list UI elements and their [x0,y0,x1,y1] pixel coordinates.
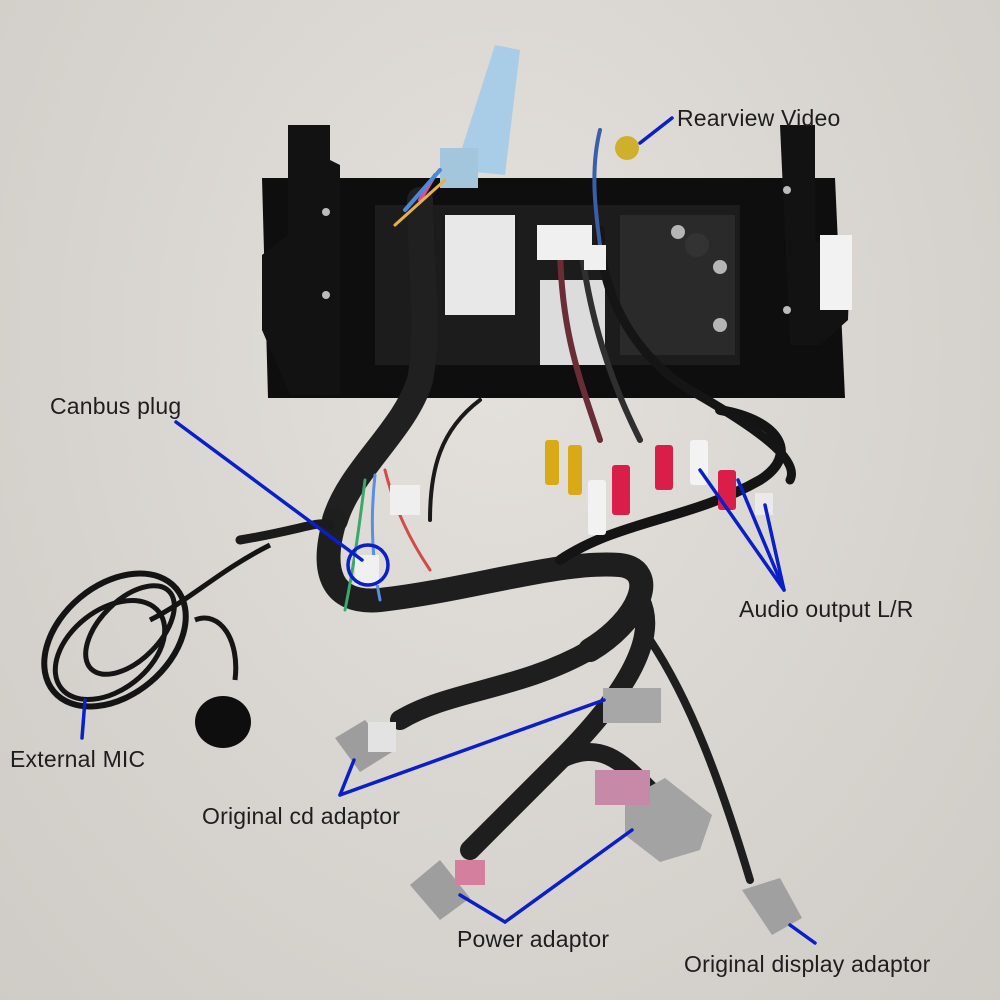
callout-canbus [174,420,364,562]
grey-connectors [335,688,802,935]
callout-cd-2 [338,698,606,797]
label-sticker [445,215,515,315]
audio-output-label: Audio output L/R [739,596,914,622]
rca-connectors [545,136,736,535]
callout-display [788,923,817,945]
rearview-video-jack [615,136,639,160]
callout-cd-1 [338,758,356,797]
white-plugs [355,225,773,585]
wire-bundles [235,128,796,884]
callout-audio-3 [763,503,786,592]
callout-canbus-circle [346,543,390,587]
callout-audio-2 [736,478,786,592]
callout-audio-1 [698,468,786,592]
rearview-video-label: Rearview Video [677,105,841,131]
external-mic-label: External MIC [10,746,146,772]
callout-rearview [638,116,674,145]
callout-power-2 [503,828,634,924]
canbus-plug-label: Canbus plug [50,393,182,419]
ribbon-connector [440,45,520,188]
original-cd-adaptor-label: Original cd adaptor [202,803,401,829]
microphone [41,542,272,748]
original-display-adaptor-label: Original display adaptor [684,951,931,977]
power-adaptor-label: Power adaptor [457,926,610,952]
callout-mic [80,698,87,740]
callout-power-1 [458,893,507,924]
